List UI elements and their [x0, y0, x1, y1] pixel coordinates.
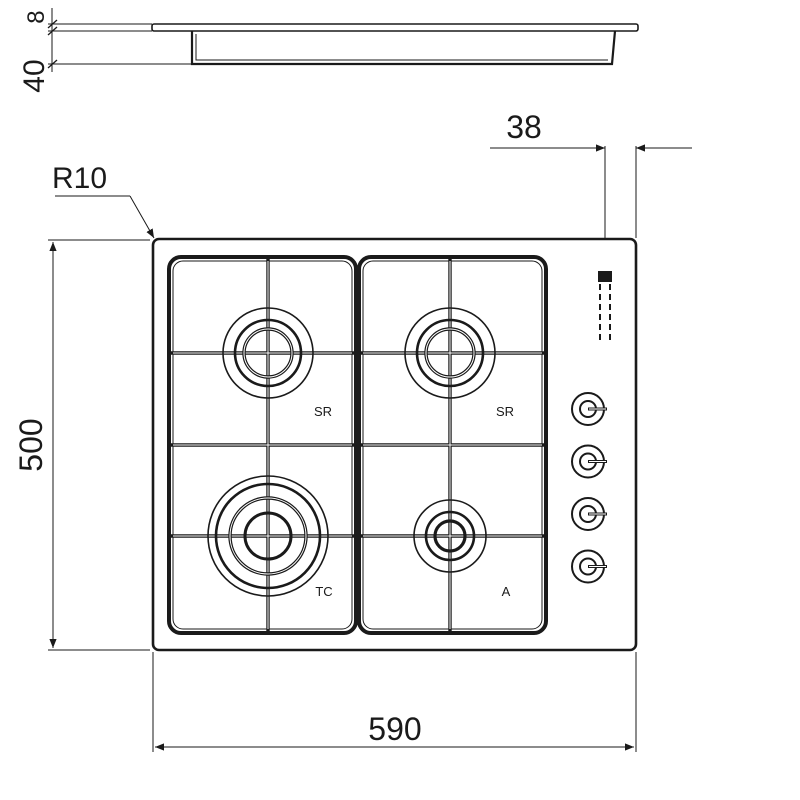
- dimension-height: 500: [13, 418, 49, 471]
- burner-auxiliary-bottom-right: [413, 499, 487, 573]
- control-knob-2: [571, 444, 607, 479]
- body-profile: [190, 30, 617, 66]
- dimension-top-thickness: 8: [23, 10, 50, 23]
- dimension-width: 590: [368, 711, 421, 747]
- burner-triple-crown-bottom-left: [207, 475, 329, 597]
- burner-semi-rapid-top-right: [404, 307, 496, 399]
- grate-bar-highlights: [173, 261, 542, 629]
- control-knob-1: [571, 392, 607, 426]
- glass-top-profile: [151, 23, 639, 32]
- burner-semi-rapid-top-left: [222, 307, 314, 399]
- hob-outline: [151, 237, 638, 652]
- profile-dimension-lines: [47, 8, 192, 72]
- body-profile-inner: [195, 34, 608, 61]
- burner-label-top-left: SR: [314, 404, 332, 419]
- burner-label-bottom-right: A: [502, 584, 511, 599]
- burner-label-top-right: SR: [496, 404, 514, 419]
- dimension-frame-width: 38: [506, 109, 542, 145]
- control-knobs: [571, 392, 607, 584]
- frame-width-dimension: [490, 144, 692, 238]
- control-knob-3: [571, 497, 607, 531]
- height-dimension: [48, 239, 150, 651]
- dimension-body-depth: 40: [18, 59, 51, 92]
- ignition-element: [598, 271, 612, 340]
- width-dimension: [152, 652, 637, 752]
- burner-label-bottom-left: TC: [315, 584, 332, 599]
- radius-leader: [55, 195, 155, 239]
- side-profile-view: [151, 23, 639, 66]
- control-knob-4: [571, 549, 607, 584]
- dimension-corner-radius: R10: [52, 162, 107, 195]
